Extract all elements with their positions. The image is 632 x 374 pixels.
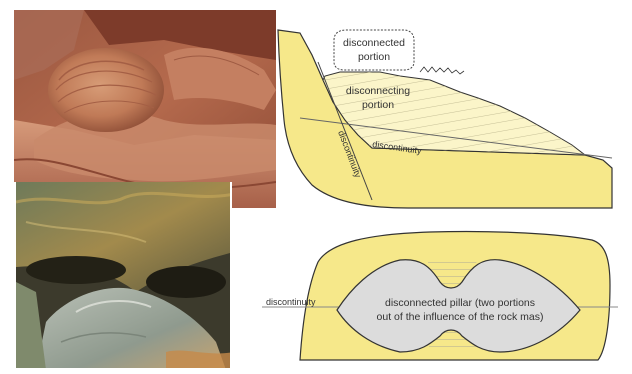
disconnecting-label-line2: portion xyxy=(362,99,394,111)
pillar-label-line1: disconnected pillar (two portions xyxy=(385,297,535,309)
top-diagram xyxy=(278,30,612,208)
pillar-label-line2: out of the influence of the rock mas) xyxy=(377,311,544,323)
disconnected-block xyxy=(334,30,414,70)
discontinuity-label-bottom: discontinuity xyxy=(266,297,316,307)
disconnected-label-line2: portion xyxy=(358,51,390,63)
bottom-diagram xyxy=(262,231,618,360)
disconnected-label-line1: disconnected xyxy=(343,37,405,49)
disconnecting-label-line1: disconnecting xyxy=(346,85,410,97)
